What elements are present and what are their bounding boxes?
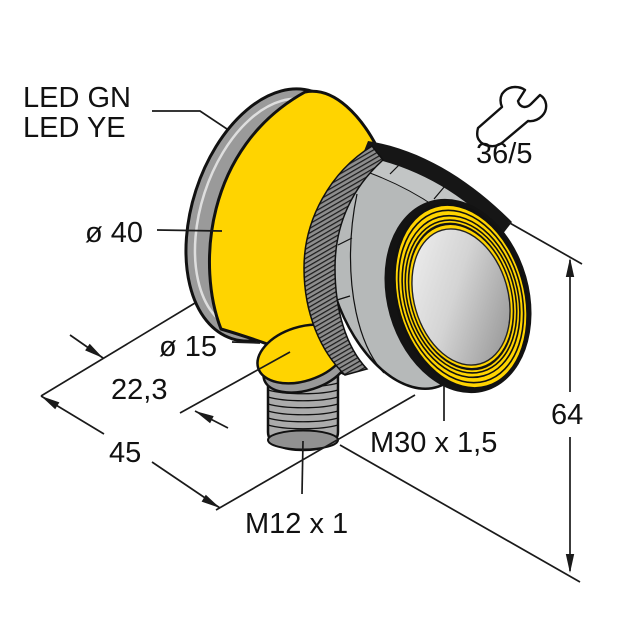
label-dim-223: 22,3: [111, 374, 167, 406]
led-leader-line: [152, 110, 228, 130]
sensor-illustration: [184, 87, 532, 452]
arrowhead-45-upper: [41, 396, 60, 410]
m12-thread-lines: [267, 382, 339, 430]
label-dia15: ø 15: [159, 331, 217, 363]
label-led-ye: LED YE: [23, 112, 126, 144]
labels: LED GN LED YE ø 40 ø 15 22,3 45 M12 x 1 …: [23, 82, 583, 540]
label-m30: M30 x 1,5: [370, 427, 497, 459]
m30-thread: [384, 198, 532, 394]
thread-rings: [397, 209, 525, 384]
arrowhead-64-bottom: [565, 554, 575, 573]
label-dia40: ø 40: [85, 217, 143, 249]
label-dim-64: 64: [551, 399, 583, 431]
label-led-gn: LED GN: [23, 82, 131, 114]
label-m12: M12 x 1: [245, 508, 348, 540]
ext-line-64-bottom: [339, 444, 581, 583]
m12-leader-line: [301, 440, 304, 495]
arrowhead-223-right: [195, 411, 214, 424]
arrowhead-64-top: [565, 258, 575, 277]
lens-face: [411, 228, 511, 366]
ext-line-45-lower: [215, 394, 416, 511]
dia15-leader-line: [231, 341, 261, 344]
knurled-ring: [303, 145, 385, 376]
arrowhead-45-lower: [201, 494, 220, 508]
wrench-icon: [476, 85, 548, 148]
dimension-lines: [40, 110, 583, 583]
ext-line-64-top: [507, 221, 583, 265]
ext-line-45-upper: [40, 302, 196, 397]
dia40-leader-line: [156, 229, 223, 232]
arrowhead-223-left: [85, 343, 103, 358]
label-dim-45: 45: [109, 437, 141, 469]
ext-line-223: [179, 351, 291, 414]
label-wrench-size: 36/5: [476, 138, 532, 170]
hex-nut-top-edge: [362, 141, 512, 235]
